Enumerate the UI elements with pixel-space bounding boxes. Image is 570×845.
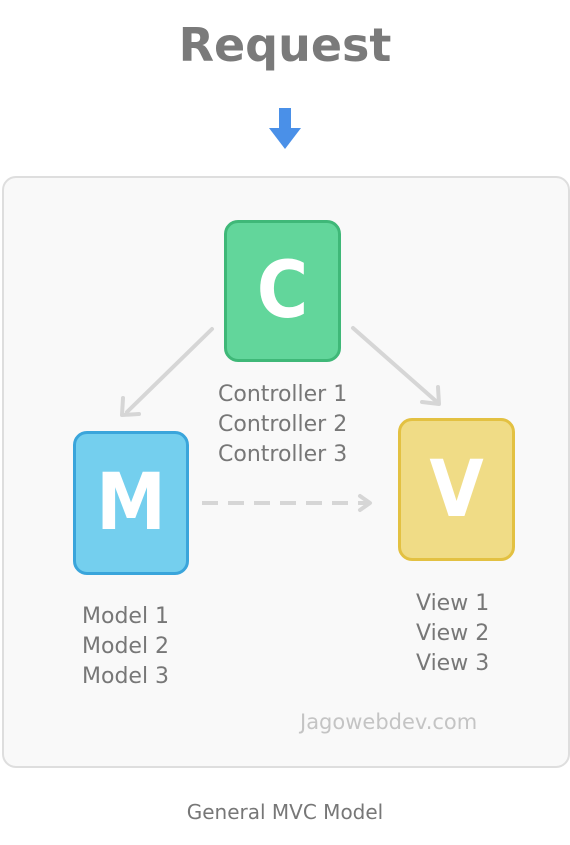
controller-box: C [224,220,341,362]
view-item: View 3 [416,651,490,676]
model-item: Model 1 [82,604,170,629]
view-item: View 1 [416,591,490,616]
model-item: Model 2 [82,634,170,659]
view-item: View 2 [416,621,490,646]
request-title: Request [178,18,392,72]
watermark: Jagowebdev.com [300,710,478,734]
model-box: M [73,431,189,575]
controller-item: Controller 1 [218,382,348,407]
view-box: V [398,418,515,561]
request-arrow [269,108,301,149]
model-list: Model 1 Model 2 Model 3 [82,602,169,692]
view-list: View 1 View 2 View 3 [416,589,489,679]
model-item: Model 3 [82,664,170,689]
controller-item: Controller 2 [218,412,348,437]
controller-list: Controller 1 Controller 2 Controller 3 [218,380,347,470]
controller-item: Controller 3 [218,442,348,467]
figure-caption: General MVC Model [186,800,384,824]
